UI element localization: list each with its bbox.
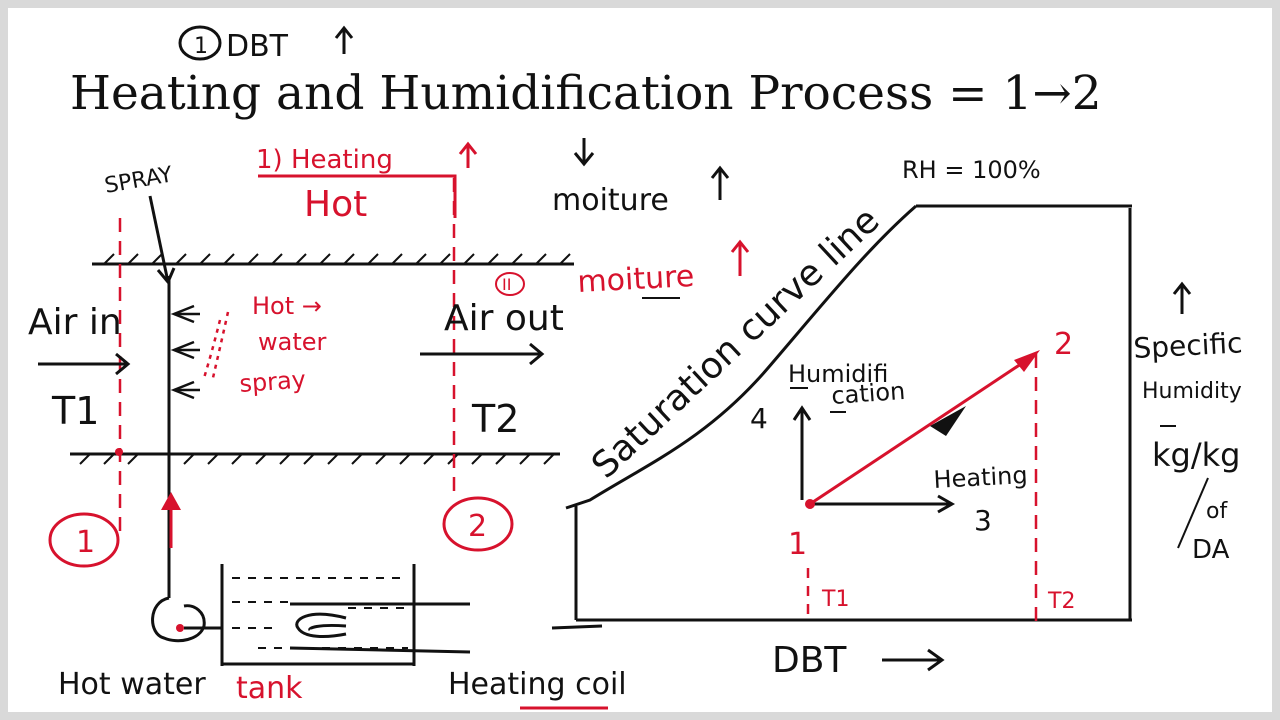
spray-pointer-arrow xyxy=(148,195,176,285)
y-axis-label-line2: Humidity xyxy=(1142,379,1242,404)
spray-label: SPRAY xyxy=(103,162,175,199)
hot-water-label: Hot water xyxy=(58,667,206,702)
x-axis-label: DBT xyxy=(772,640,847,681)
section-1-circle xyxy=(48,512,120,568)
air-in-arrow xyxy=(38,352,131,376)
dbt-note: DBT xyxy=(226,29,289,64)
point-3-label: 3 xyxy=(974,504,992,537)
arrow-up-icon xyxy=(458,141,478,168)
heating-note: 1) Heating xyxy=(256,145,393,175)
section-1-label: 1 xyxy=(76,525,95,560)
air-out-label: Air out xyxy=(444,298,564,339)
duct-top-hatch xyxy=(103,253,571,265)
section-point-1 xyxy=(115,448,123,456)
humidification-label-2: cation xyxy=(830,377,906,410)
point-4-label: 4 xyxy=(750,402,768,435)
arrow-up-icon xyxy=(161,492,181,548)
arrow-up-icon xyxy=(710,165,730,200)
hot-label: Hot xyxy=(304,184,367,225)
chart-baseline-tick xyxy=(551,624,603,630)
heating-arrow xyxy=(810,494,956,514)
pump-icon xyxy=(151,596,222,643)
arrow-up-icon xyxy=(334,25,354,54)
arrow-down-icon xyxy=(573,138,595,167)
arrow-up-icon xyxy=(792,405,812,500)
heating-coil-label: Heating coil xyxy=(448,667,627,702)
air-in-label: Air in xyxy=(28,302,122,343)
heating-process-label: Heating xyxy=(933,461,1028,494)
whiteboard: Heating and Humidification Process = 1→2… xyxy=(8,8,1272,712)
spray-caption-line2: water xyxy=(258,328,327,356)
x-axis-arrow xyxy=(882,648,945,672)
process-arrowhead xyxy=(1014,350,1040,372)
air-out-arrow xyxy=(420,342,545,366)
t2-axis-label: T2 xyxy=(1047,589,1075,614)
t2-outlet-label: T2 xyxy=(471,397,519,441)
t1-inlet-label: T1 xyxy=(51,389,99,433)
section-2-label: 2 xyxy=(468,509,487,544)
heating-coil-icon xyxy=(289,602,471,654)
saturation-curve xyxy=(565,204,917,510)
spray-jet xyxy=(210,311,230,383)
section-2-circle xyxy=(442,496,514,552)
moisture-note-red: moiture xyxy=(577,259,695,300)
t1-axis-label: T1 xyxy=(821,587,849,612)
tank-label: tank xyxy=(236,671,303,706)
saturation-curve-label: Saturation curve line xyxy=(584,200,887,487)
state-point-1 xyxy=(805,499,815,509)
moisture-note-top: moiture xyxy=(552,183,669,218)
spray-nozzles xyxy=(170,304,200,400)
arrow-up-icon xyxy=(1172,281,1192,314)
y-axis-label-line5: DA xyxy=(1192,535,1230,565)
y-axis-fraction-slash xyxy=(1177,477,1209,549)
diagram-canvas: 1 DBT 1) Heating Hot moiture RH = 100% S… xyxy=(28,25,1244,710)
rh-label: RH = 100% xyxy=(902,156,1041,184)
dbt-note-circle xyxy=(178,25,222,61)
point-2-label: 2 xyxy=(1054,327,1073,362)
dbt-note-number: 1 xyxy=(194,34,208,59)
y-axis-label-line4: of xyxy=(1206,499,1228,524)
arrow-up-icon xyxy=(730,239,750,276)
humidification-label-1: Humidifi xyxy=(788,360,888,388)
spray-caption-line1: Hot → xyxy=(252,292,322,320)
y-axis-label-line3: kg/kg xyxy=(1152,436,1240,474)
page-title: Heating and Humidification Process = 1→2 xyxy=(70,66,1102,121)
process-direction-marker xyxy=(930,406,966,436)
point-1-label: 1 xyxy=(788,527,807,562)
moisture-number: II xyxy=(502,275,511,294)
spray-caption-line3: spray xyxy=(238,365,306,398)
y-axis-label-line1: Specific xyxy=(1133,326,1244,365)
spray-jet xyxy=(202,319,222,379)
moisture-number-circle xyxy=(495,272,525,296)
water-tank-icon xyxy=(220,564,416,666)
process-line-1-2 xyxy=(809,352,1037,506)
